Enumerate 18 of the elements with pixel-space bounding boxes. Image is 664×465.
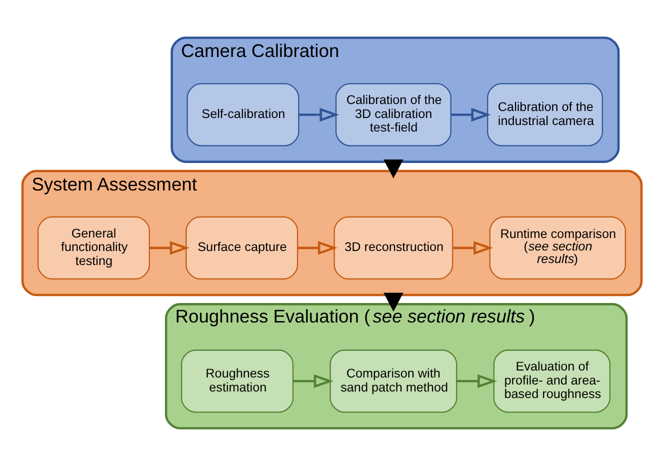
- arrow: [456, 374, 498, 388]
- node-box: General functionality testing: [37, 216, 150, 279]
- arrow: [384, 292, 404, 312]
- node-box: 3D reconstruction: [334, 216, 454, 279]
- node-box: Roughness estimation: [181, 349, 294, 412]
- node-box: Comparison with sand patch method: [330, 349, 458, 412]
- node-box: Self-calibration: [186, 82, 300, 146]
- node-box: Calibration of the industrial camera: [487, 82, 603, 146]
- arrow: [298, 240, 338, 254]
- node-box: Calibration of the 3D calibration test-field: [335, 82, 452, 146]
- node-box: Surface capture: [186, 216, 298, 279]
- arrow: [452, 240, 494, 254]
- node-box: Evaluation of profile- and area-based roughness: [493, 349, 610, 412]
- node-box: Runtime comparison (see section results): [489, 216, 626, 279]
- arrow: [298, 107, 340, 122]
- arrow: [293, 374, 334, 388]
- arrow: [450, 107, 491, 122]
- arrow: [150, 240, 190, 254]
